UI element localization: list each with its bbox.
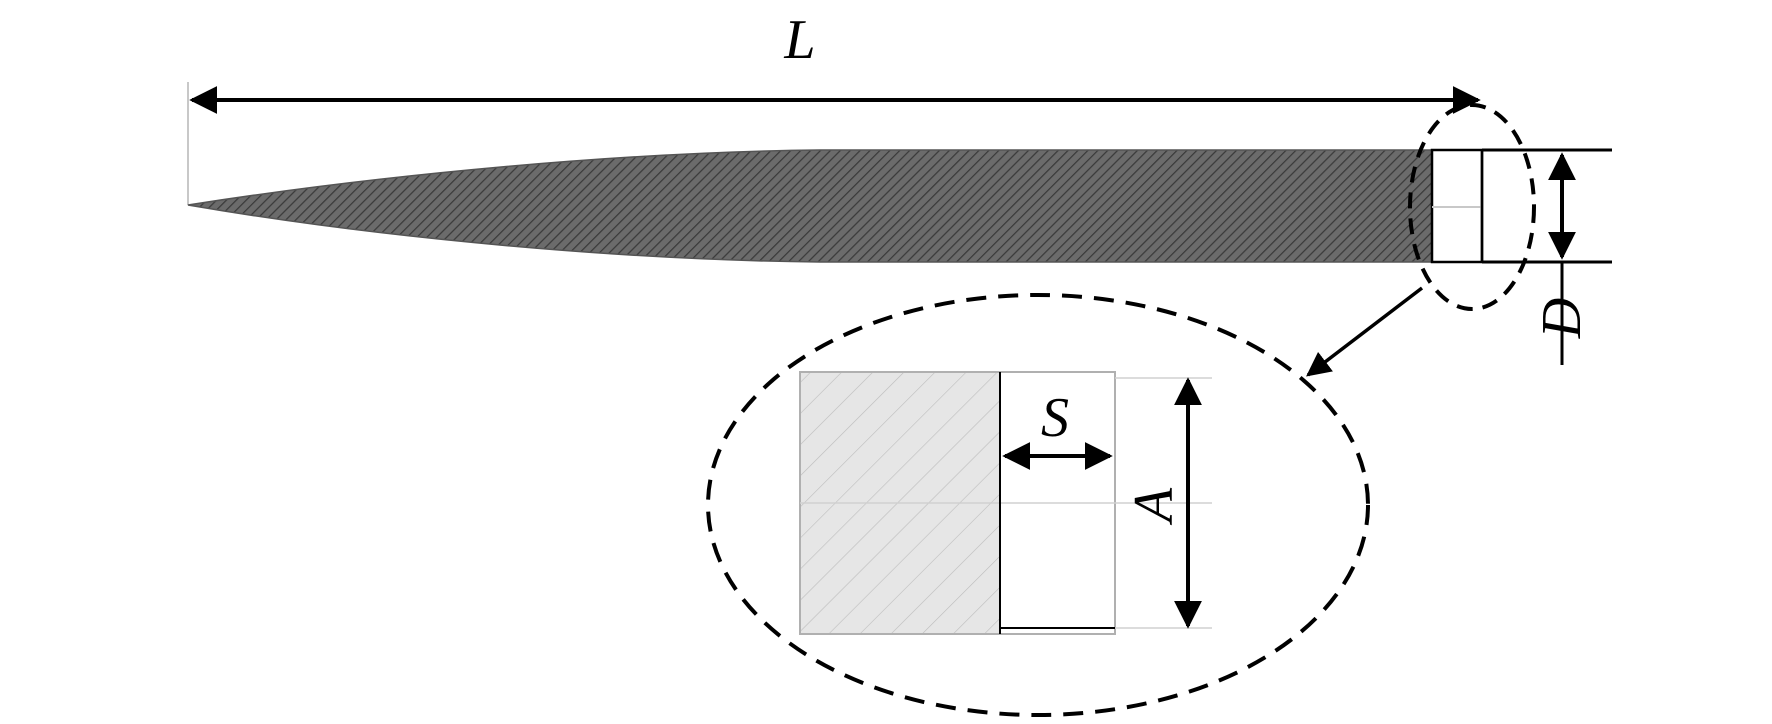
detail-marker-ellipse bbox=[1408, 103, 1536, 311]
slot-width-label: S bbox=[1041, 387, 1069, 449]
detail-callout-arrow bbox=[1306, 286, 1424, 377]
detail-view-ellipse bbox=[706, 293, 1370, 717]
diameter-label: D bbox=[1531, 298, 1593, 339]
length-label: L bbox=[783, 9, 815, 71]
slot-height-label: A bbox=[1123, 487, 1185, 526]
needle-body bbox=[187, 149, 1433, 263]
